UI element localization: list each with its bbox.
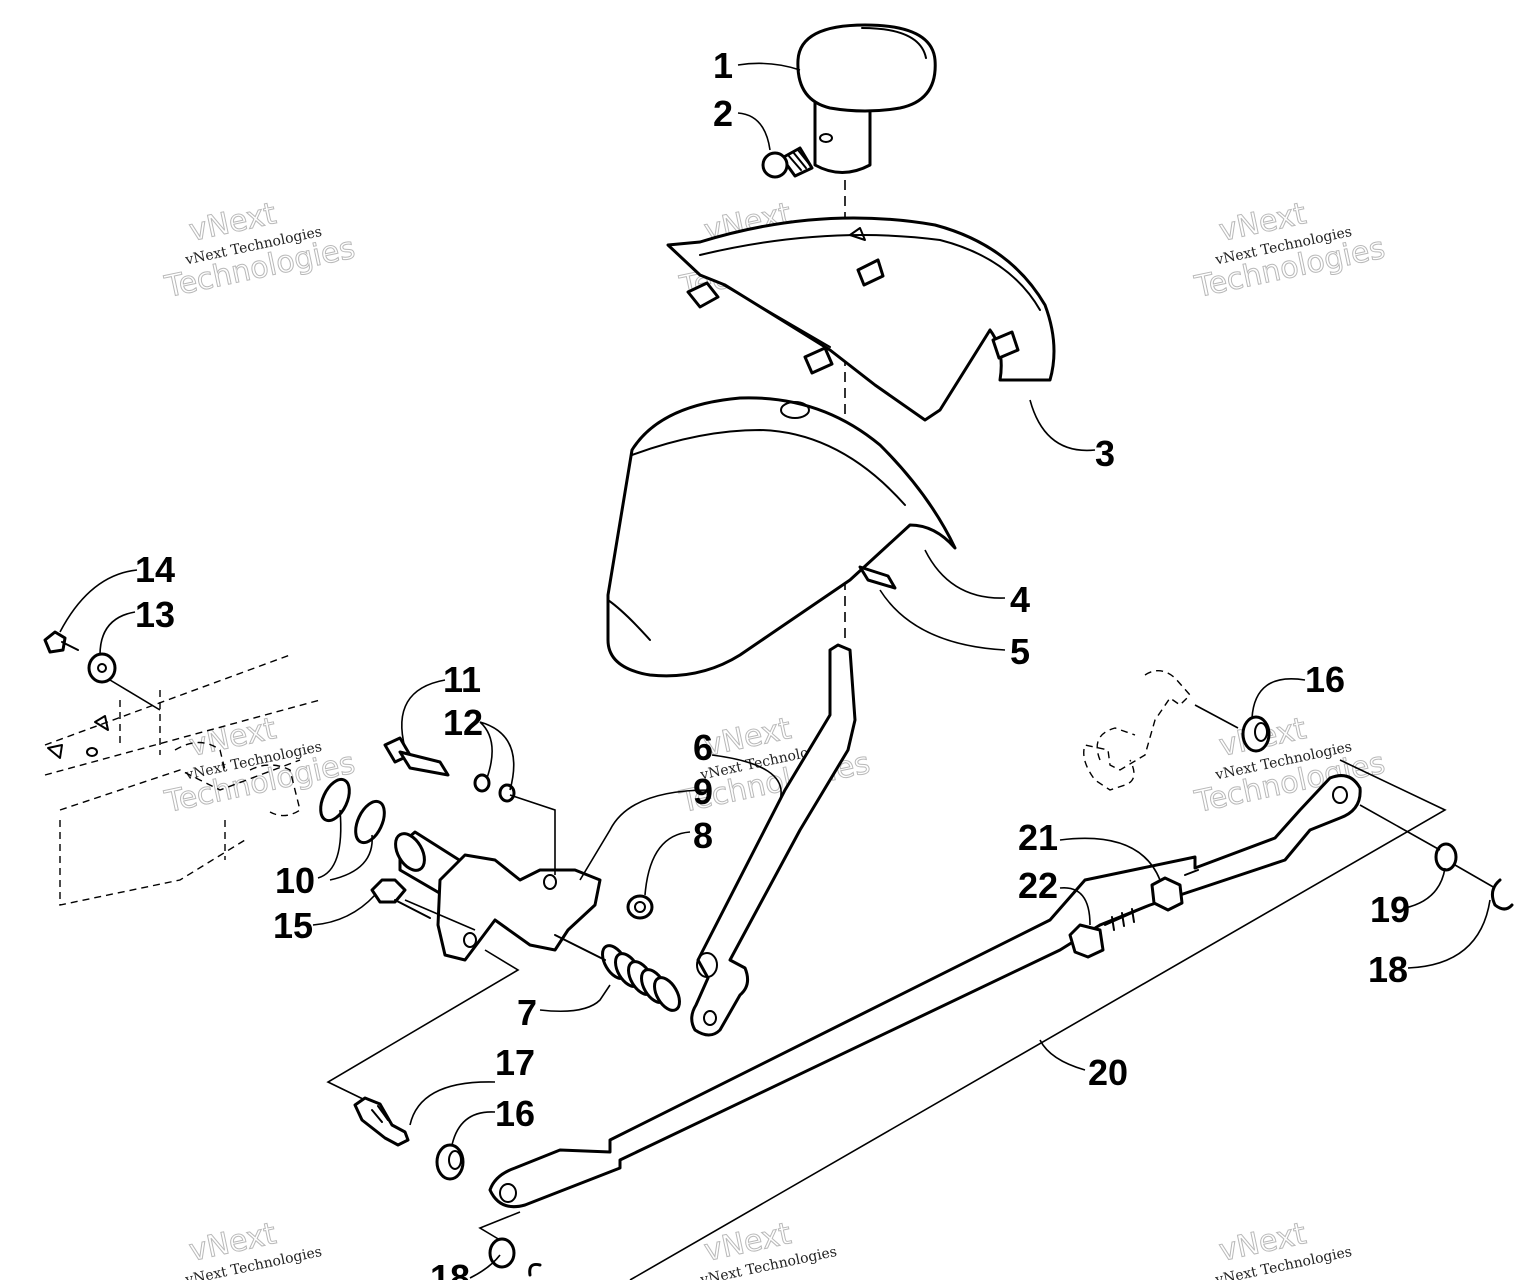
callout-18-right: 18 — [1368, 949, 1408, 990]
callout-16-upper: 16 — [1305, 659, 1345, 700]
part-ball-joint-arm — [1083, 670, 1271, 791]
callout-labels: 1 2 3 4 5 6 9 8 7 10 11 12 13 14 15 16 1… — [135, 45, 1410, 1280]
callout-14: 14 — [135, 549, 175, 590]
part-shift-rod — [488, 774, 1362, 1209]
part-stud-and-washer-lower — [353, 1096, 465, 1181]
callout-20: 20 — [1088, 1052, 1128, 1093]
callout-9: 9 — [693, 771, 713, 812]
part-shift-lever — [690, 643, 857, 1037]
callout-12: 12 — [443, 702, 483, 743]
callout-4: 4 — [1010, 579, 1030, 620]
callout-3: 3 — [1095, 433, 1115, 474]
part-o-ring — [319, 777, 351, 823]
callout-16-lower: 16 — [495, 1093, 535, 1134]
part-clip-bottom — [528, 1263, 542, 1277]
callout-8: 8 — [693, 815, 713, 856]
part-lower-cover — [606, 396, 957, 678]
watermark: vNext vNext Technologies Technologies — [161, 196, 359, 306]
part-o-ring — [354, 799, 386, 845]
part-pivot-assembly — [319, 736, 681, 1101]
leader-bracket-20 — [629, 759, 1447, 1280]
callout-17: 17 — [495, 1042, 535, 1083]
watermark: vNext vNext Technologies — [183, 1216, 323, 1280]
callout-13: 13 — [135, 594, 175, 635]
leader-lines — [59, 62, 1491, 1279]
callout-1: 1 — [713, 45, 733, 86]
frame-outline — [44, 654, 321, 906]
part-bushing — [858, 565, 897, 590]
callout-10: 10 — [275, 860, 315, 901]
watermark: vNext vNext Technologies Technologies — [1191, 196, 1389, 306]
callout-19: 19 — [1370, 889, 1410, 930]
callout-2: 2 — [713, 93, 733, 134]
callout-6: 6 — [693, 727, 713, 768]
part-frame-bolt — [43, 630, 161, 711]
part-screw — [761, 146, 814, 179]
watermark: vNext vNext Technologies — [698, 1216, 838, 1280]
callout-7: 7 — [517, 992, 537, 1033]
part-clip-right — [1490, 878, 1514, 911]
watermarks: vNext vNext Technologies Technologies vN… — [161, 196, 1389, 1280]
callout-11: 11 — [443, 659, 481, 700]
part-shift-knob — [796, 23, 937, 174]
part-spring — [601, 944, 681, 1012]
part-washer-right — [1434, 842, 1458, 872]
callout-5: 5 — [1010, 631, 1030, 672]
callout-18-lower: 18 — [430, 1257, 470, 1280]
part-upper-cover — [666, 216, 1056, 422]
watermark: vNext vNext Technologies — [1213, 1216, 1353, 1280]
callout-21: 21 — [1018, 817, 1058, 858]
callout-15: 15 — [273, 905, 313, 946]
callout-22: 22 — [1018, 865, 1058, 906]
